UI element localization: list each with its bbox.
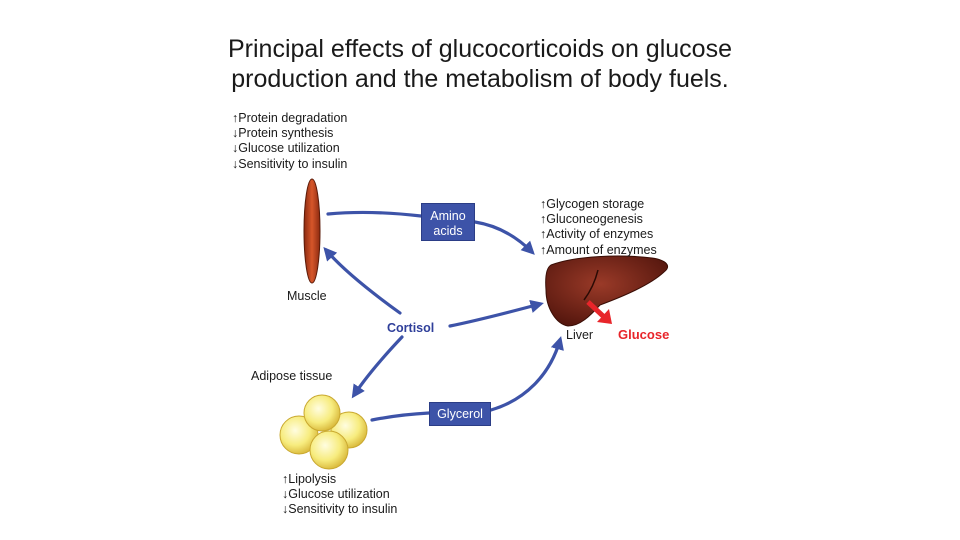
title-line-2: production and the metabolism of body fu…	[231, 65, 729, 93]
liver-label: Liver	[566, 328, 594, 342]
liver-effect: ↑Gluconeogenesis	[540, 212, 643, 227]
title-line-1: Principal effects of glucocorticoids on …	[228, 35, 732, 63]
arrow-cortisol-to-liver	[448, 299, 544, 328]
adipose-effect: ↑Lipolysis	[282, 472, 337, 486]
liver-effect: ↑Glycogen storage	[540, 197, 645, 211]
arrow-cortisol-to-adipose	[351, 335, 404, 399]
glucose-label: Glucose	[618, 327, 670, 342]
flow-arrows	[323, 210, 564, 422]
arrow-glycerol-to-liver	[489, 336, 564, 412]
muscle-effect: ↓Glucose utilization	[232, 141, 340, 156]
adipose-effect: ↓Sensitivity to insulin	[282, 502, 398, 517]
muscle-effect: ↓Protein synthesis	[232, 126, 334, 141]
arrow-adipose-to-glycerol	[370, 411, 431, 422]
amino-acids-line-1: Amino	[430, 209, 466, 223]
muscle-icon	[303, 178, 321, 284]
amino-acids-box: Amino acids	[421, 203, 475, 241]
glycerol-box: Glycerol	[429, 402, 491, 426]
fat-cells-icon	[279, 394, 368, 470]
amino-acids-line-2: acids	[433, 224, 463, 238]
liver-effect: ↑Amount of enzymes	[540, 242, 657, 257]
liver-effects-list: ↑Glycogen storage ↑Gluconeogenesis ↑Acti…	[540, 197, 657, 258]
arrow-amino-to-liver	[473, 220, 535, 255]
adipose-effects-list: ↑Lipolysis ↓Glucose utilization ↓Sensiti…	[282, 472, 397, 518]
liver-effect: ↑Activity of enzymes	[540, 227, 654, 242]
adipose-label: Adipose tissue	[251, 369, 333, 383]
muscle-effect: ↑Protein degradation	[232, 111, 348, 125]
liver-icon	[545, 255, 668, 327]
cortisol-label: Cortisol	[387, 321, 435, 335]
muscle-effect: ↓Sensitivity to insulin	[232, 156, 348, 171]
muscle-label: Muscle	[287, 289, 327, 303]
muscle-effects-list: ↑Protein degradation ↓Protein synthesis …	[232, 111, 347, 172]
red-arrow-icon	[586, 300, 612, 324]
arrow-cortisol-to-muscle	[323, 246, 402, 315]
arrow-muscle-to-amino	[326, 210, 423, 218]
adipose-effect: ↓Glucose utilization	[282, 487, 390, 502]
